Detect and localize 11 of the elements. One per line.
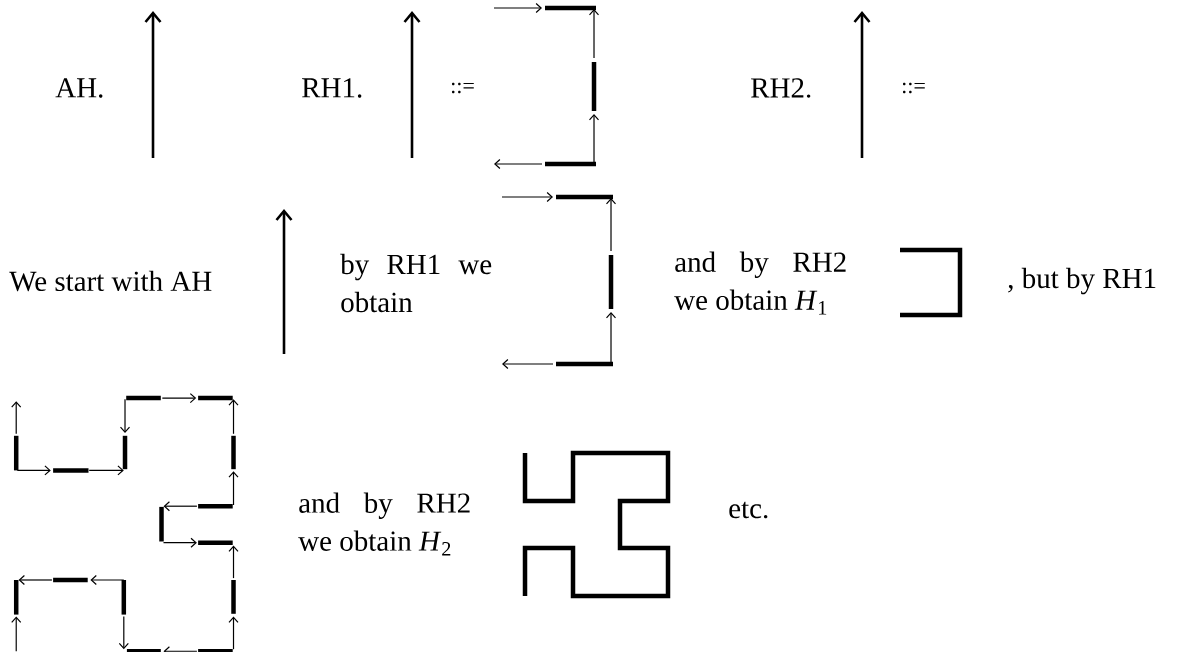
sentence-text: etc.: [729, 501, 768, 519]
rule-label: AH.: [55, 78, 103, 98]
sentence-text: and by RH2 we obtain H$_{1}$: [674, 251, 846, 315]
sentence-text: by RH1 we obtain: [340, 253, 492, 313]
definition-sign: ::=: [451, 82, 474, 94]
definition-sign: ::=: [902, 82, 925, 94]
rule-label: RH2.: [751, 78, 811, 98]
rule-label: RH1.: [302, 78, 362, 98]
sentence-text: , but by RH1: [1008, 267, 1156, 295]
sentence-text: We start with AH: [9, 270, 212, 292]
sentence-text: and by RH2 we obtain H$_{2}$: [298, 492, 470, 556]
